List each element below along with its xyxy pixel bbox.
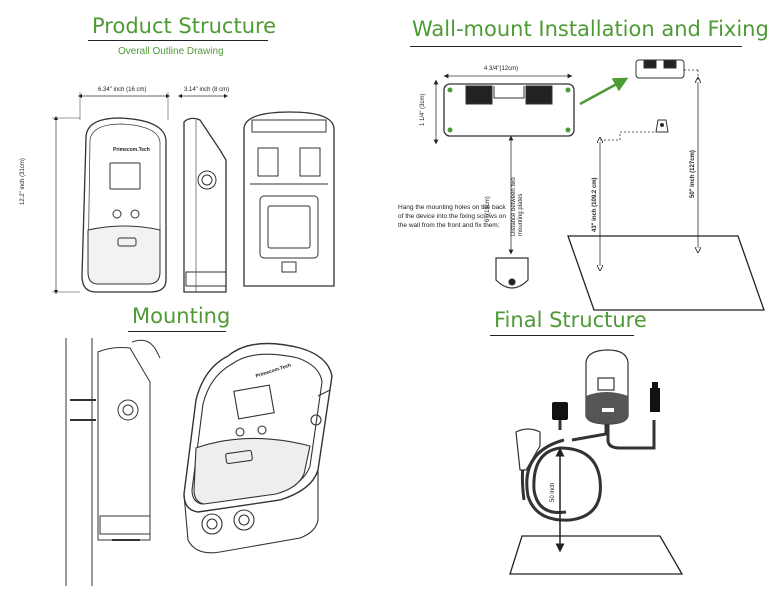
product-title-rule <box>88 40 268 41</box>
holder-bracket <box>552 402 568 420</box>
final-charger <box>585 349 629 425</box>
mounting-plate-small <box>635 59 685 133</box>
green-arrow <box>579 77 629 106</box>
product-structure-title: Product Structure <box>92 14 277 38</box>
floor-parallelogram-wall <box>567 235 765 311</box>
wall-title-rule <box>410 46 742 47</box>
plate-width-label: 4 3/4"(12cm) <box>484 66 519 72</box>
back-view-device <box>243 111 335 287</box>
depth-dimension-label: 3.14" inch (8 cm) <box>184 87 230 93</box>
final-cables <box>520 410 656 522</box>
outline-drawing-subtitle: Overall Outline Drawing <box>118 46 224 57</box>
mounting-title: Mounting <box>132 304 231 328</box>
brand-label-front: Primecom.Tech <box>113 147 150 153</box>
ev-connector <box>515 428 541 471</box>
width-dimension-label: 6.34" inch (16 cm) <box>98 87 147 93</box>
final-title-rule <box>490 335 634 336</box>
mounting-title-rule <box>128 331 226 332</box>
final-structure-title: Final Structure <box>494 308 647 332</box>
bottom-plate-shield <box>495 257 529 289</box>
front-view-device <box>52 92 171 295</box>
plug-body <box>650 388 660 412</box>
plug-prongs <box>652 382 658 390</box>
height-arrows <box>600 69 698 268</box>
mounting-plate-large <box>433 73 575 255</box>
hang-instructions: Hang the mounting holes on the back of t… <box>398 204 507 229</box>
perspective-device <box>183 342 333 554</box>
wall-side-mount <box>65 338 161 586</box>
floor-parallelogram-final <box>509 535 684 575</box>
side-view-device <box>177 93 229 293</box>
wall-mount-title: Wall-mount Installation and Fixing <box>412 17 768 41</box>
